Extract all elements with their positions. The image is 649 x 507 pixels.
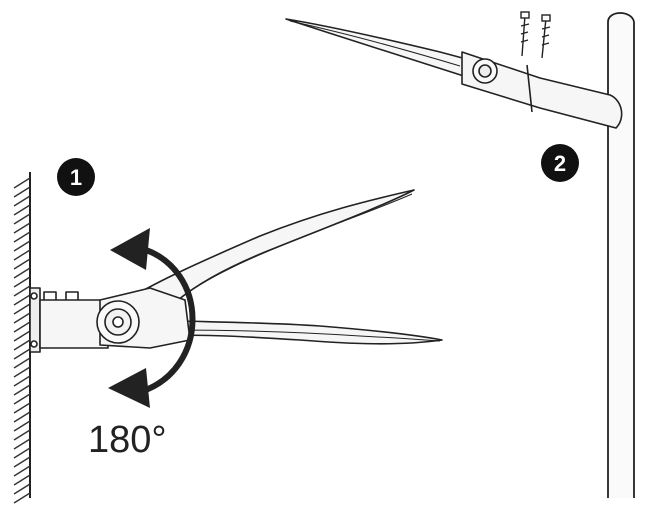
wall-hatch-line: [13, 411, 31, 423]
wall-hatch-line: [13, 366, 31, 378]
pole-mounted-luminaire: [285, 18, 623, 129]
wall-hatch-line: [13, 474, 31, 486]
wall-hatch-line: [13, 402, 31, 414]
wall-hatch-line: [13, 240, 31, 252]
wall-hatch-line: [13, 213, 31, 225]
wall-hatch-line: [13, 195, 31, 207]
wall-hatch-line: [13, 249, 31, 261]
wall-hatch-line: [13, 348, 31, 360]
wall-hatch: [13, 177, 31, 504]
svg-text:1: 1: [70, 165, 82, 190]
wall-hatch-line: [13, 330, 31, 342]
wall-hatch-line: [13, 429, 31, 441]
wall-hatch-line: [13, 393, 31, 405]
rotation-arrow-icon: [108, 368, 150, 408]
luminaire-lower: [149, 319, 443, 345]
wall-hatch-line: [13, 303, 31, 315]
wall-hatch-line: [13, 456, 31, 468]
wall-mounted-luminaire: [29, 189, 443, 395]
rotation-arc: [139, 245, 196, 395]
screw-icon: [520, 11, 530, 57]
wall-hatch-line: [13, 321, 31, 333]
wall-hatch-line: [13, 357, 31, 369]
wall-hatch-line: [13, 294, 31, 306]
wall-hatch-line: [13, 375, 31, 387]
svg-text:2: 2: [554, 151, 566, 176]
wall-hatch-line: [13, 231, 31, 243]
step-badge-1: 1: [57, 158, 95, 196]
bracket-arm: [461, 51, 623, 129]
wall-hatch-line: [13, 177, 31, 189]
wall-hatch-line: [13, 267, 31, 279]
wall-hatch-line: [13, 384, 31, 396]
pole: [607, 12, 635, 498]
bracket-arm: [39, 299, 109, 349]
rotation-arrow-icon: [110, 228, 150, 270]
wall-hatch-line: [13, 339, 31, 351]
wall-hatch-line: [13, 438, 31, 450]
wall-hatch-line: [13, 465, 31, 477]
wall-hatch-line: [13, 222, 31, 234]
rotation-angle-label: 180°: [88, 419, 167, 461]
wall-hatch-line: [13, 447, 31, 459]
luminaire-upper: [129, 189, 415, 301]
wall-hatch-line: [13, 420, 31, 432]
wall-hatch-line: [13, 492, 31, 504]
wall-hatch-line: [13, 276, 31, 288]
wall-hatch-line: [13, 258, 31, 270]
wall: [13, 172, 31, 504]
luminaire-housing: [285, 18, 471, 79]
wall-hatch-line: [13, 312, 31, 324]
screw-icon: [541, 14, 551, 59]
wall-hatch-line: [13, 204, 31, 216]
wall-hatch-line: [13, 186, 31, 198]
wall-hatch-line: [13, 285, 31, 297]
wall-hatch-line: [13, 483, 31, 495]
step-badge-2: 2: [541, 144, 579, 182]
